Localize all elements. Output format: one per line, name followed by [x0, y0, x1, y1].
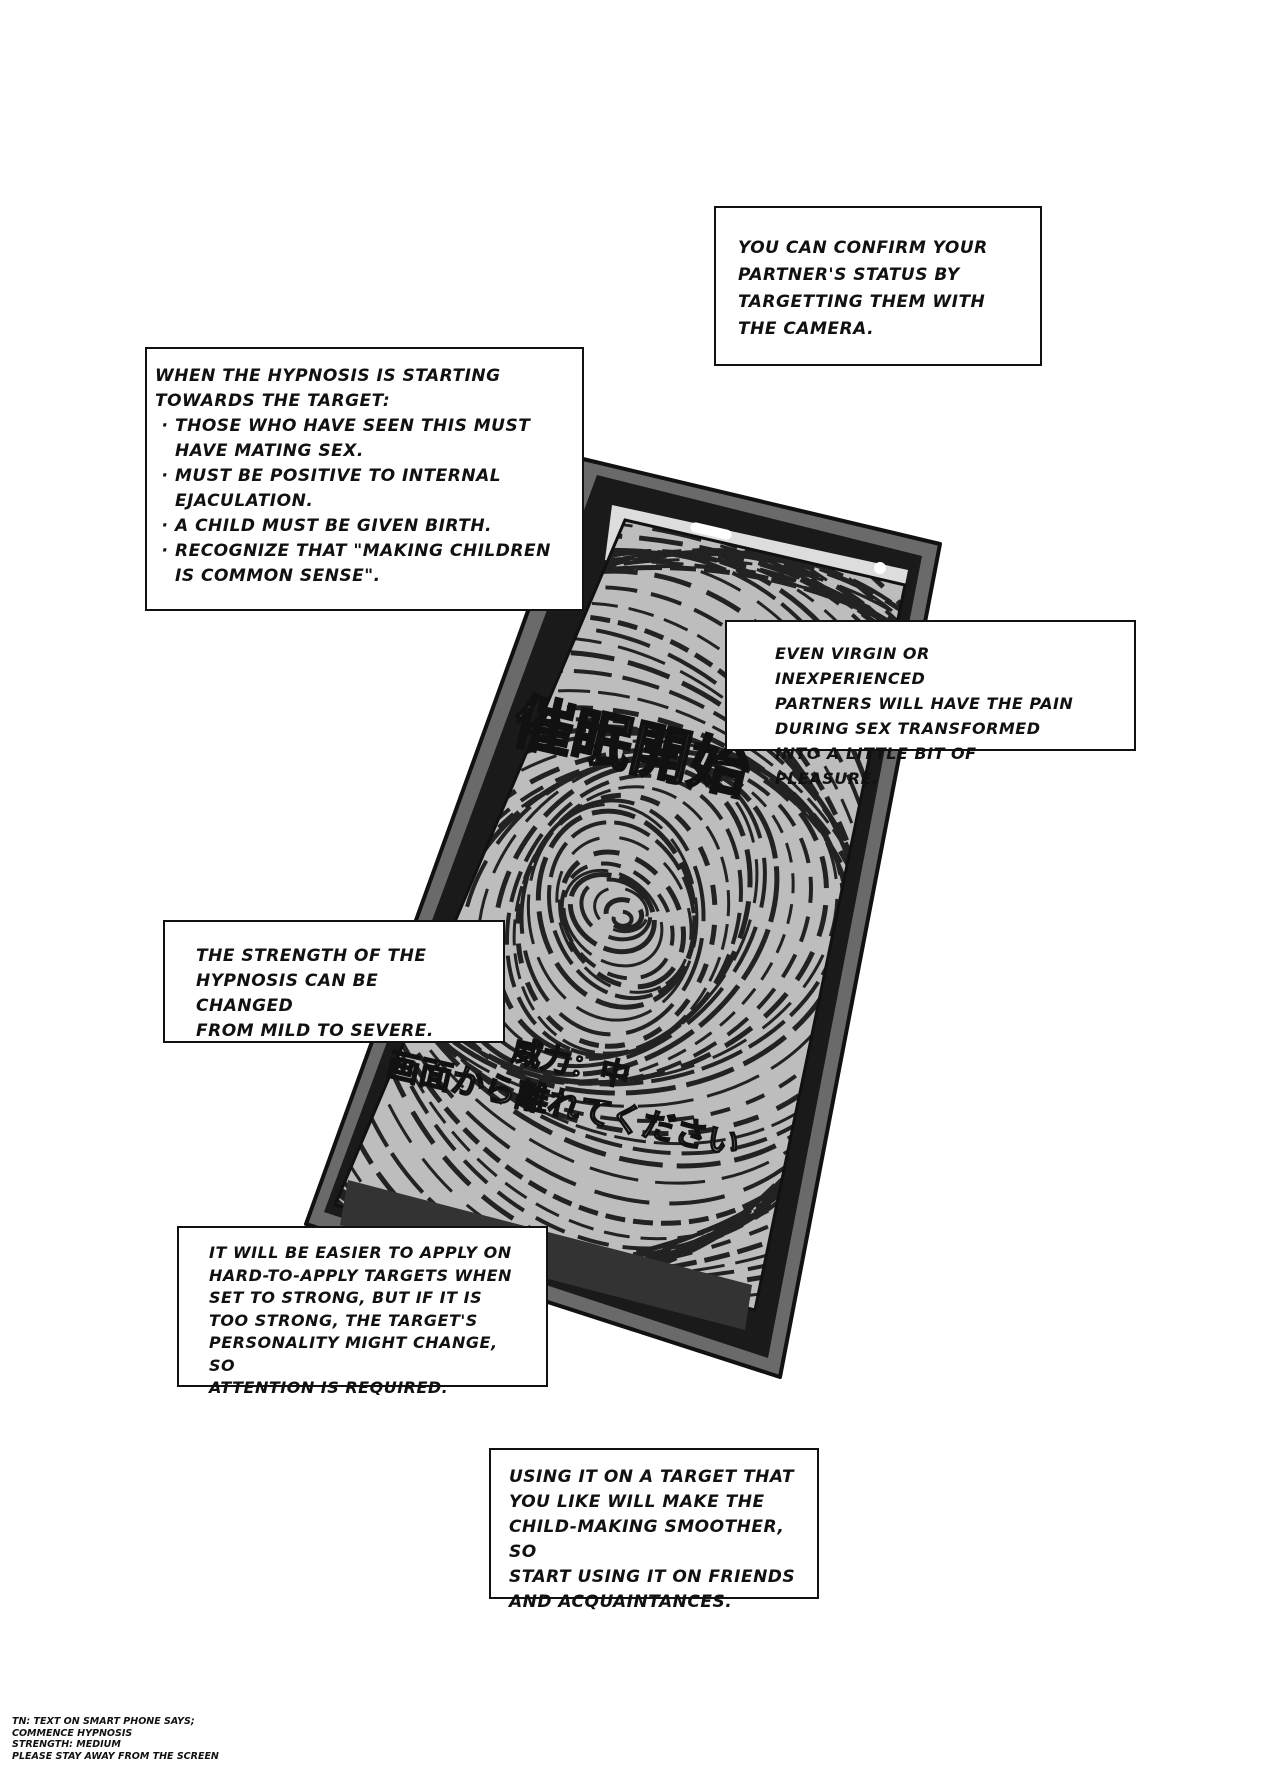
caption-strength-text: The strength of the hypnosis can be chan… [196, 946, 434, 1041]
rule-item: ·A child must be given birth. [155, 514, 574, 539]
swirl-ring [476, 756, 759, 1062]
swirl-ring [555, 835, 693, 994]
rule-item: ·Must be positive to internal ejaculatio… [155, 464, 574, 514]
caption-friends: Using it on a target that you like will … [489, 1448, 819, 1612]
swirl-ring [335, 558, 905, 1269]
tn-line: Strength: medium [12, 1739, 121, 1750]
caption-friends-text: Using it on a target that you like will … [509, 1467, 796, 1612]
swirl-ring [603, 897, 645, 931]
swirl-ring [512, 785, 731, 1055]
rule-text: Must be positive to internal ejaculation… [175, 466, 502, 511]
swirl-ring [562, 868, 664, 968]
swirl-ring [519, 798, 706, 1037]
rule-item: ·Recognize that "making children is comm… [155, 539, 574, 589]
caption-pain-text: Even virgin or inexperienced partners wi… [775, 644, 1074, 788]
caption-pain: Even virgin or inexperienced partners wi… [725, 620, 1136, 788]
translator-note: TN: Text on smart phone says; Commence h… [12, 1716, 219, 1762]
swirl-ring [593, 886, 649, 934]
swirl-ring [504, 773, 743, 1058]
rule-text: A child must be given birth. [175, 516, 493, 536]
caption-rules: When the hypnosis is starting towards th… [145, 347, 584, 611]
caption-strong: It will be easier to apply on hard-to-ap… [177, 1226, 548, 1397]
camera-dot [874, 562, 886, 574]
caption-camera-text: You can confirm your partner's status by… [738, 238, 988, 339]
tn-line: Commence hypnosis [12, 1727, 133, 1739]
tn-line: Please stay away from the screen [12, 1750, 219, 1762]
caption-camera: You can confirm your partner's status by… [714, 206, 1042, 366]
swirl-ring [559, 861, 675, 981]
swirl-ring [535, 808, 698, 1010]
tn-line: TN: Text on smart phone says; [12, 1716, 195, 1727]
caption-strength: The strength of the hypnosis can be chan… [163, 920, 505, 1043]
swirl-ring [335, 520, 905, 1310]
swirl-ring [526, 803, 699, 1022]
swirl-ring [558, 849, 686, 990]
swirl-ring [335, 520, 905, 1301]
swirl-ring [515, 792, 718, 1049]
swirl-ring [567, 872, 657, 955]
speaker-slot [690, 522, 732, 540]
swirl-ring [546, 820, 697, 1001]
swirl-ring [491, 762, 753, 1059]
rule-text: Those who have seen this must have matin… [175, 416, 531, 461]
rules-intro: When the hypnosis is starting towards th… [155, 366, 501, 411]
rule-text: Recognize that "making children is commo… [175, 541, 551, 586]
rule-item: ·Those who have seen this must have mati… [155, 414, 574, 464]
caption-strong-text: It will be easier to apply on hard-to-ap… [209, 1243, 512, 1397]
